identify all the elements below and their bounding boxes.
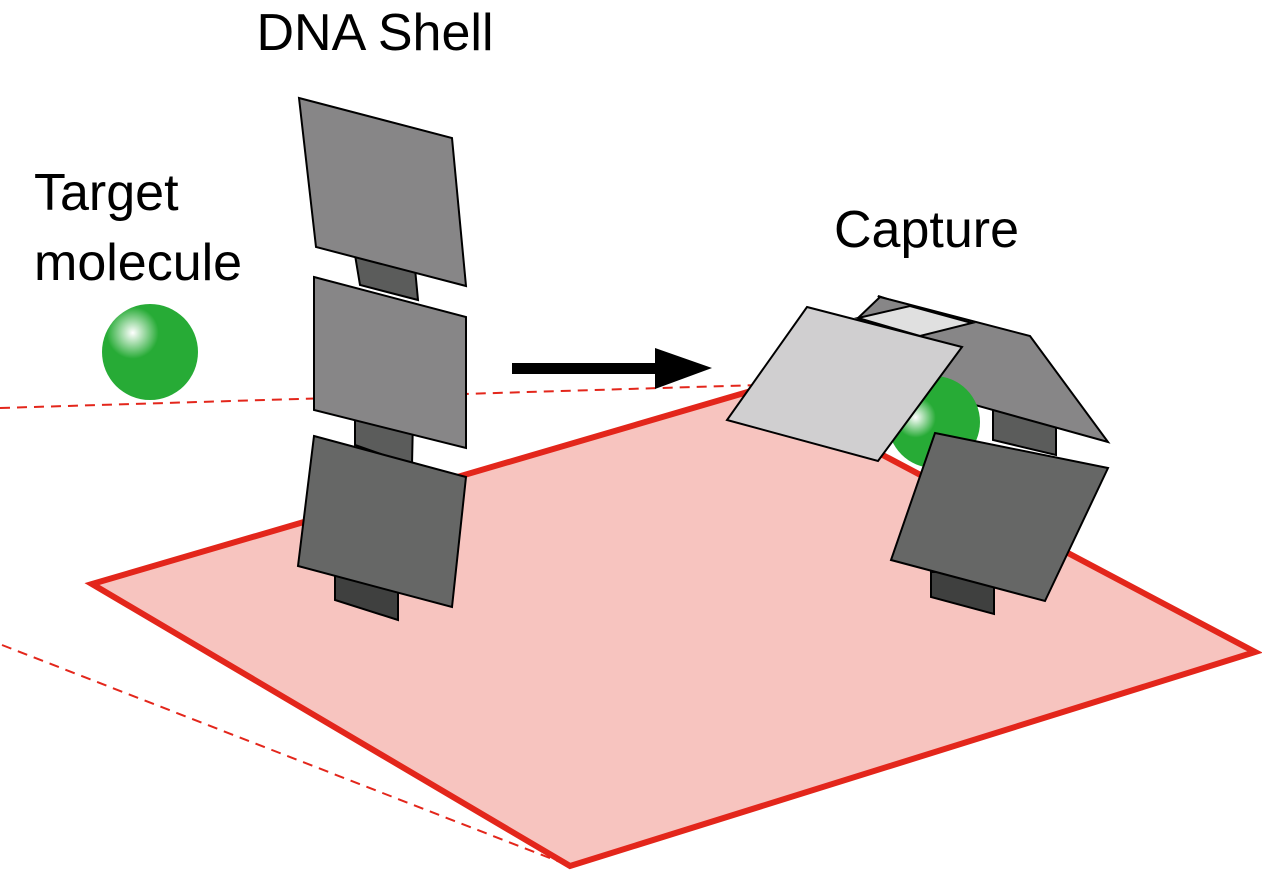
capture-panel-light	[725, 305, 964, 463]
dna-shell-label: DNA Shell	[257, 4, 494, 62]
panel-top	[297, 96, 468, 288]
panel-bottom	[296, 434, 468, 609]
target-molecule	[102, 304, 198, 400]
target-label-line2: molecule	[34, 234, 242, 292]
surface-plane	[84, 385, 1262, 870]
capture-label: Capture	[834, 201, 1019, 259]
panel-middle	[313, 275, 467, 450]
capture-panel-dark	[889, 431, 1110, 603]
dna-shell-open	[296, 96, 468, 622]
target-label-line1: Target	[34, 164, 179, 222]
arrow-icon	[512, 348, 712, 389]
dna-shell-closed	[725, 295, 1111, 616]
dashed-guide-lower	[1, 644, 561, 863]
